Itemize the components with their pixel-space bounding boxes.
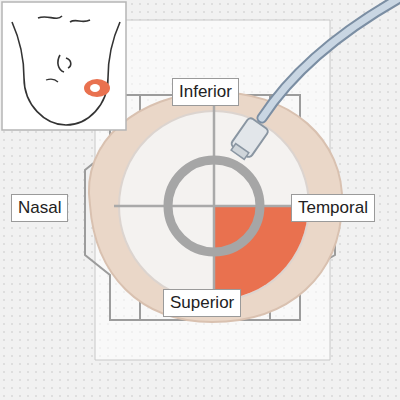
- head-outline: [12, 16, 120, 125]
- quadrant-line: [213, 106, 216, 306]
- direction-label: Nasal: [18, 198, 61, 217]
- suction-tube: [262, 0, 400, 118]
- direction-label-box: Inferior: [172, 78, 239, 106]
- tube-connector: [228, 117, 269, 162]
- limbus-ring: [168, 160, 260, 252]
- direction-label: Inferior: [179, 82, 232, 101]
- direction-label-box: Nasal: [11, 194, 68, 222]
- direction-label-box: Superior: [163, 289, 241, 317]
- direction-label-box: Temporal: [291, 194, 375, 222]
- direction-label: Temporal: [298, 198, 368, 217]
- direction-label: Superior: [170, 293, 234, 312]
- inset-panel: [2, 2, 126, 130]
- eye-marker: [84, 79, 110, 97]
- eye-marker-centre: [90, 84, 100, 92]
